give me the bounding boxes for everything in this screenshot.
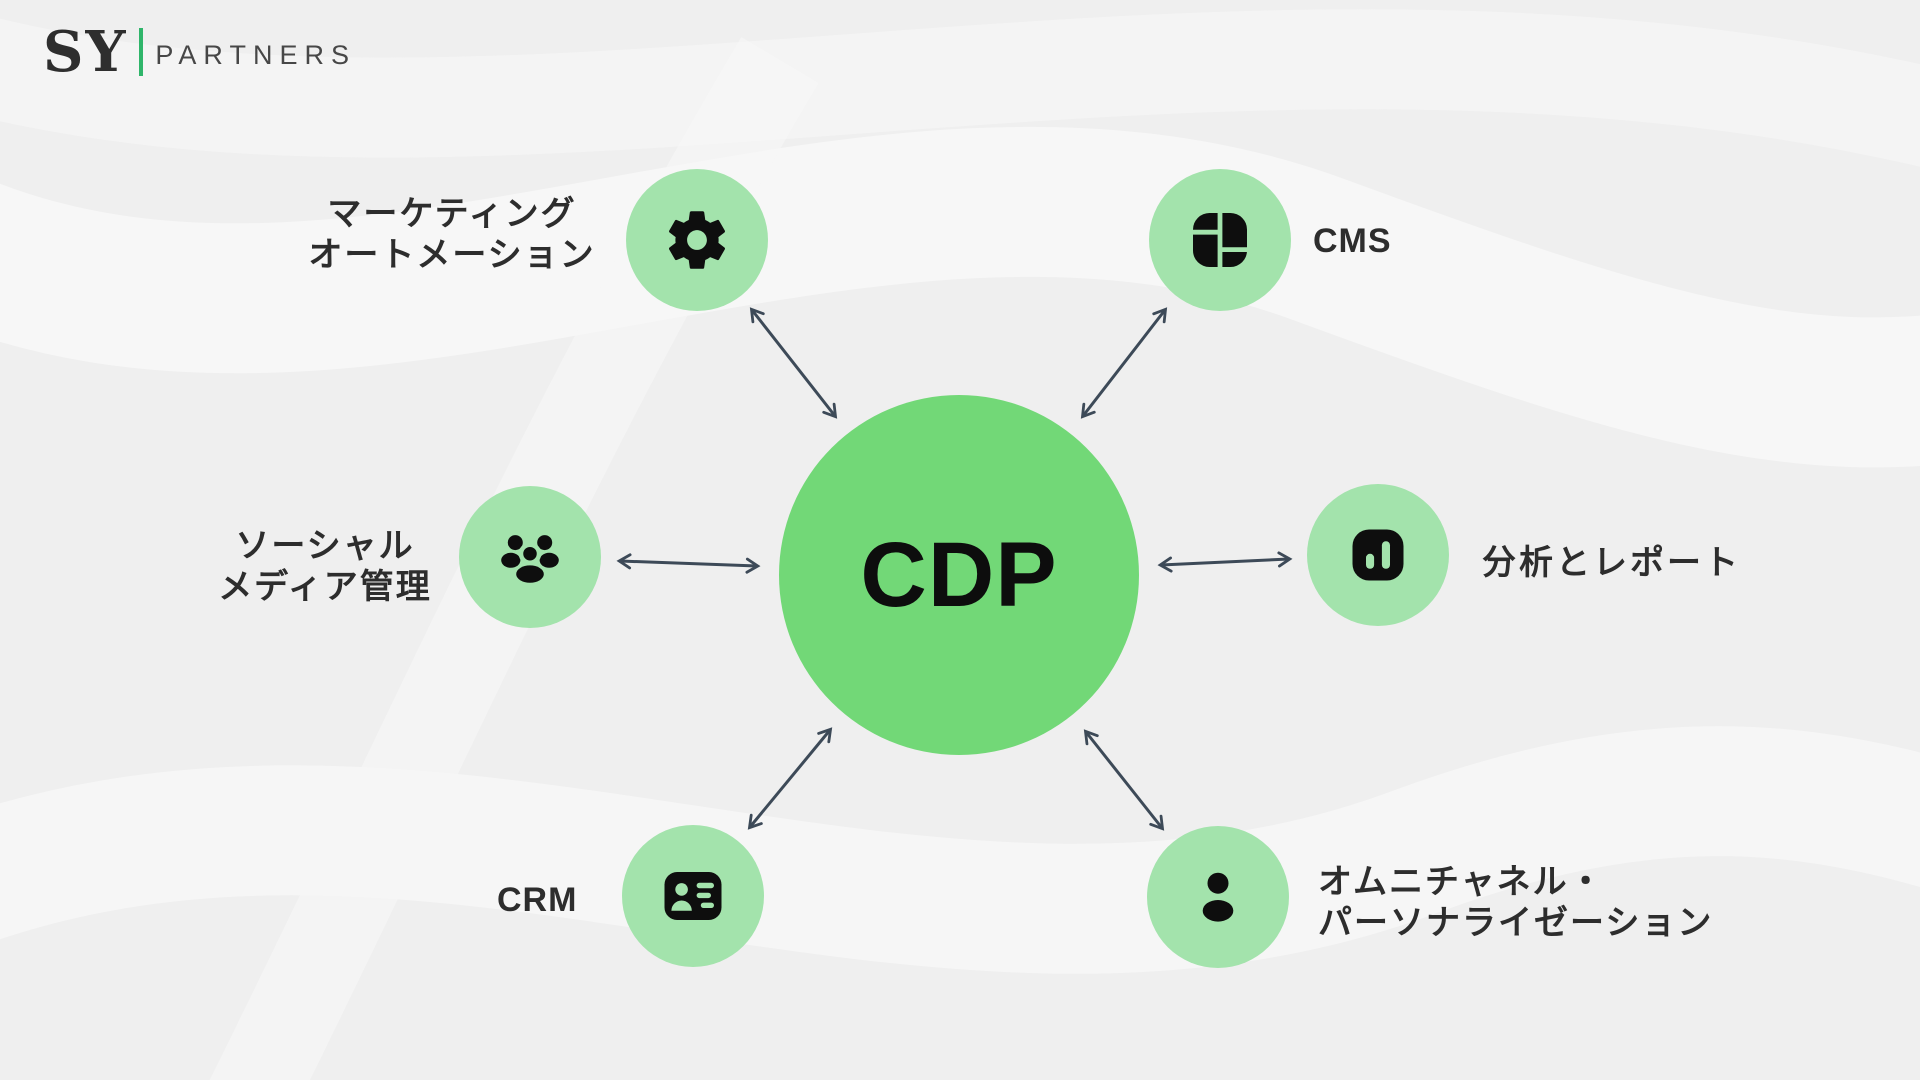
arrow-hub-social [616,553,761,574]
users-icon [501,535,559,583]
arrow-hub-crm [747,727,833,830]
cdp-hub-node: CDP [779,395,1139,755]
brand-name: PARTNERS [155,39,356,70]
layout-grid-icon [1193,213,1247,267]
person-icon [1202,872,1234,922]
brand-divider [139,28,144,76]
bar-chart-icon [1352,529,1404,581]
label-social-media: ソーシャル メディア管理 [218,527,432,606]
node-marketing-automation [626,169,768,311]
arrow-hub-marketing [749,307,838,419]
gear-icon [668,211,726,269]
contact-card-icon [664,872,722,920]
label-crm: CRM [497,881,578,919]
node-omnichannel [1147,826,1289,968]
brand-logo: SY PARTNERS [43,24,356,80]
cdp-hub-label: CDP [860,523,1058,626]
node-social-media [459,486,601,628]
arrow-hub-omnichannel [1083,729,1165,831]
label-analytics-reports: 分析とレポート [1482,544,1741,582]
label-cms: CMS [1313,222,1392,260]
arrow-hub-cms [1080,307,1168,419]
label-marketing-automation: マーケティング オートメーション [308,195,596,274]
label-omnichannel: オムニチャネル・ パーソナライゼーション [1318,863,1714,942]
brand-initials: SY [43,19,128,85]
node-crm [622,825,764,967]
node-analytics-reports [1307,484,1449,626]
arrow-hub-analytics [1157,551,1293,573]
node-cms [1149,169,1291,311]
